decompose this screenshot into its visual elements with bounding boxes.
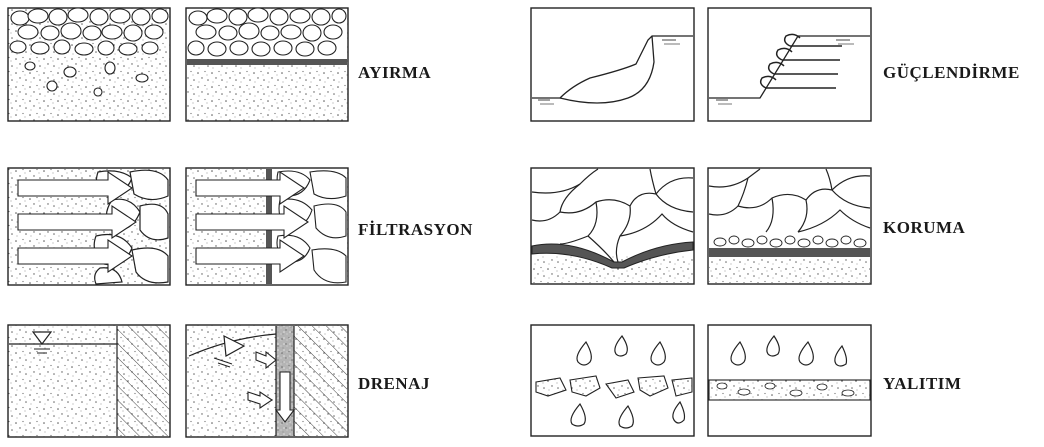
koruma-panel-after [708, 168, 871, 284]
filtrasyon-panel-before [8, 168, 170, 285]
label-filtrasyon: FİLTRASYON [358, 220, 473, 240]
koruma-panel-before [531, 168, 694, 284]
filtrasyon-panel-after [186, 168, 348, 285]
guclendirme-panel-before [531, 8, 694, 121]
label-ayirma: AYIRMA [358, 63, 431, 83]
guclendirme-panel-after [708, 8, 871, 121]
yalitim-panel-after [708, 325, 871, 436]
ayirma-geotextile-layer [187, 59, 347, 65]
label-guclendirme: GÜÇLENDİRME [883, 63, 1020, 83]
drenaj-panel-after [186, 325, 348, 437]
ayirma-panel-after [186, 8, 348, 121]
label-koruma: KORUMA [883, 218, 965, 238]
label-yalitim: YALITIM [883, 374, 961, 394]
koruma-geotextile-layer [709, 248, 870, 257]
ayirma-panel-before [8, 8, 170, 121]
yalitim-panel-before [531, 325, 694, 436]
drenaj-panel-before [8, 325, 170, 437]
label-drenaj: DRENAJ [358, 374, 430, 394]
